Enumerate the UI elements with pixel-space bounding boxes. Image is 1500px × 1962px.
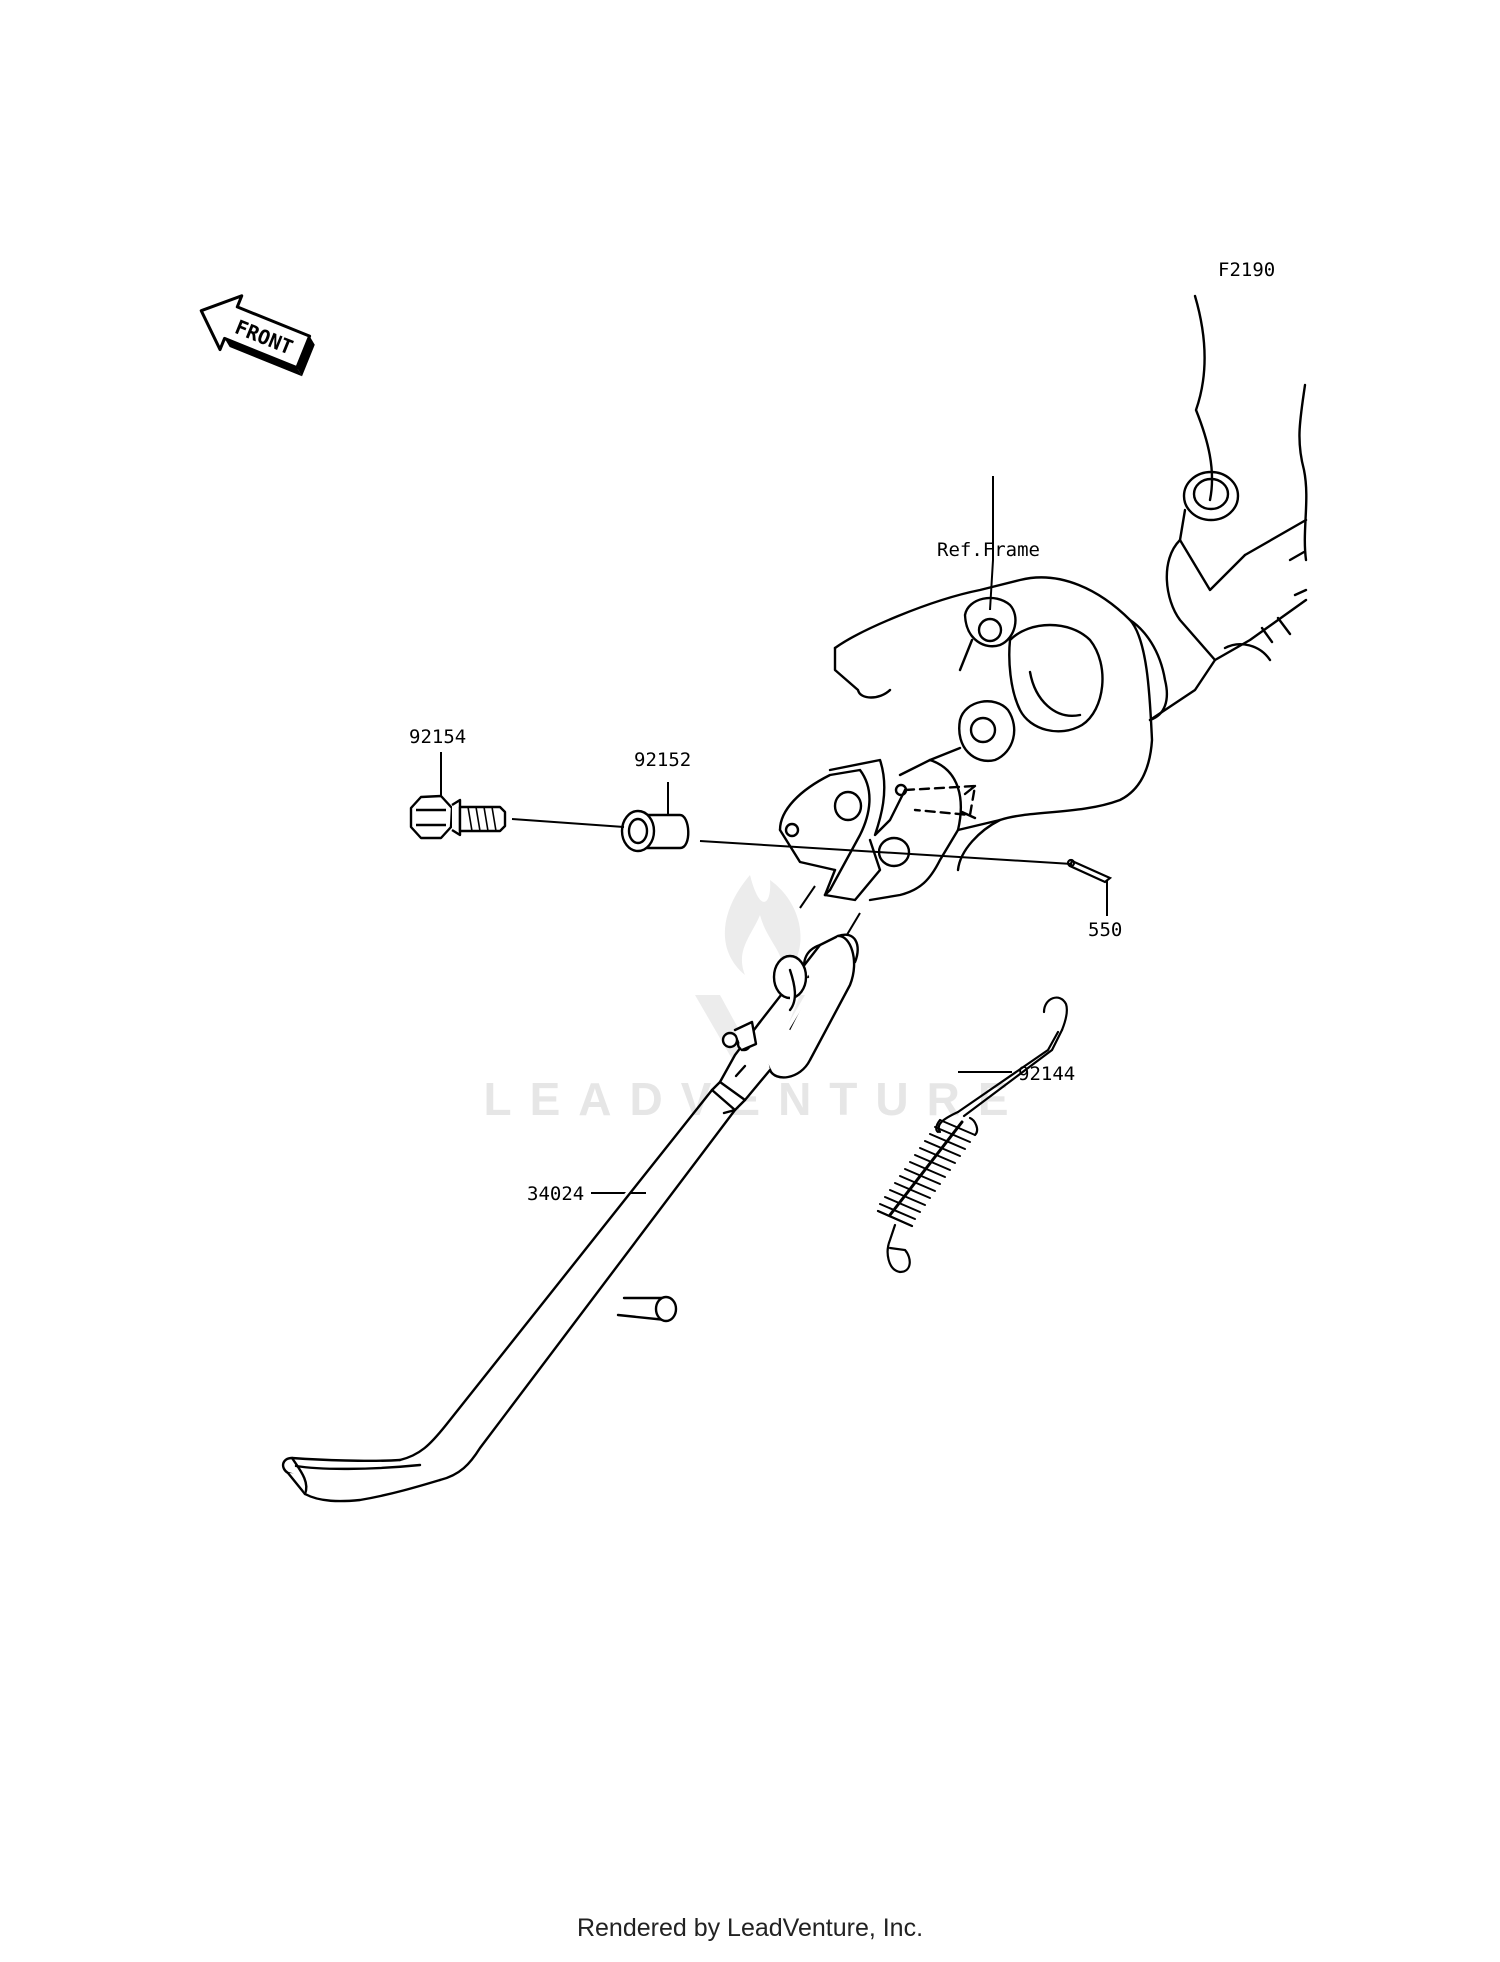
cotter-pin-550[interactable] <box>1066 858 1113 884</box>
diagram-code: F2190 <box>1218 259 1275 281</box>
label-34024: 34024 <box>527 1183 584 1205</box>
side-stand-34024[interactable] <box>281 933 859 1503</box>
label-92144: 92144 <box>1018 1063 1075 1085</box>
spring-92144[interactable] <box>876 996 1068 1274</box>
label-frame: Ref.Frame <box>937 539 1040 561</box>
watermark-flame-icon <box>724 875 801 980</box>
collar-92152[interactable] <box>620 809 690 853</box>
label-92154: 92154 <box>409 726 466 748</box>
frame <box>778 294 1308 902</box>
label-550: 550 <box>1088 919 1122 941</box>
label-92152: 92152 <box>634 749 691 771</box>
footer-credit: Rendered by LeadVenture, Inc. <box>576 1914 924 1942</box>
bolt-92154[interactable] <box>409 794 507 840</box>
spring-coils <box>877 1119 976 1227</box>
front-arrow-icon: FRONT <box>199 294 315 377</box>
